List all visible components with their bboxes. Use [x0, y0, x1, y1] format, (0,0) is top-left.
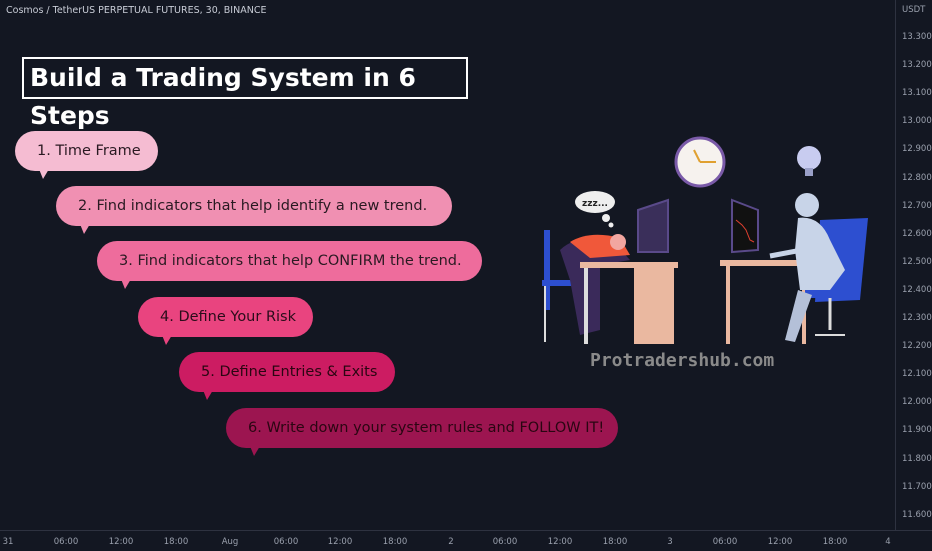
time-label: 18:00	[382, 537, 408, 547]
clock-icon	[674, 136, 726, 188]
time-label: Aug	[221, 537, 239, 547]
price-label: 12.800	[902, 172, 932, 183]
symbol-title: Cosmos / TetherUS PERPETUAL FUTURES, 30,…	[6, 5, 267, 16]
price-label: 12.500	[902, 256, 932, 267]
lightbulb-icon	[797, 146, 821, 176]
price-label: 12.700	[902, 200, 932, 211]
step-bubble-5: 5. Define Entries & Exits	[179, 352, 395, 400]
time-label: 18:00	[822, 537, 848, 547]
price-label: 12.200	[902, 341, 932, 352]
chart-monitor	[731, 198, 759, 254]
time-label: 06:00	[273, 537, 299, 547]
price-axis[interactable]: USDT 13.300 13.200 13.100 13.000 12.900 12.80…	[895, 0, 932, 530]
price-label: 12.600	[902, 228, 932, 239]
trader-illustration: zzz...	[542, 136, 868, 344]
page-title: Build a Trading System in 6 Steps	[22, 57, 468, 130]
time-label: 06:00	[712, 537, 738, 547]
price-label: 11.800	[902, 453, 932, 464]
time-label: 18:00	[602, 537, 628, 547]
step-bubble-3: 3. Find indicators that help CONFIRM the…	[97, 241, 482, 289]
time-label: 06:00	[492, 537, 518, 547]
time-label: 18:00	[163, 537, 189, 547]
thought-bubble-text: zzz...	[582, 199, 608, 209]
time-label: 2	[448, 537, 454, 547]
watermark: Protradershub.com	[590, 350, 775, 371]
price-label: 11.600	[902, 509, 932, 520]
price-label: 12.400	[902, 284, 932, 295]
step-bubble-1: 1. Time Frame	[15, 131, 158, 179]
price-label: 13.000	[902, 116, 932, 127]
time-label: 06:00	[53, 537, 79, 547]
price-label: 12.300	[902, 313, 932, 323]
thought-bubble	[575, 191, 615, 213]
price-label: 11.700	[902, 481, 932, 492]
time-label: 3	[667, 537, 673, 547]
time-label: 31	[2, 537, 14, 547]
time-label: 4	[885, 537, 891, 547]
price-label: 12.000	[902, 397, 932, 408]
time-axis[interactable]: 31 06:00 12:00 18:00 Aug 06:00 12:00 18:00 2 06:0…	[0, 530, 932, 551]
price-label: 12.100	[902, 369, 932, 380]
step-bubble-6: 6. Write down your system rules and FOLL…	[226, 408, 618, 456]
time-label: 12:00	[108, 537, 134, 547]
price-axis-currency: USDT	[902, 5, 926, 15]
step-bubble-4: 4. Define Your Risk	[138, 297, 313, 345]
price-label: 13.200	[902, 60, 932, 71]
time-label: 12:00	[547, 537, 573, 547]
price-label: 13.300	[902, 32, 932, 42]
price-label: 11.900	[902, 425, 932, 436]
price-label: 12.900	[902, 144, 932, 155]
time-label: 12:00	[327, 537, 353, 547]
step-bubble-2: 2. Find indicators that help identify a …	[56, 186, 452, 234]
time-label: 12:00	[767, 537, 793, 547]
price-label: 13.100	[902, 88, 932, 99]
